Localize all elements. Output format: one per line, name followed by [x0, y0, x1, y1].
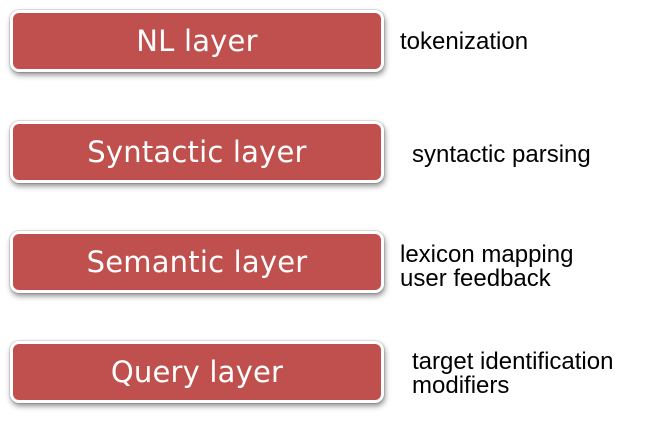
query-layer-description: target identification modifiers — [412, 350, 613, 398]
semantic-layer-label: Semantic layer — [86, 245, 308, 279]
query-layer-description-line-1: target identification — [412, 348, 614, 375]
nl-layer-description: tokenization — [400, 30, 528, 54]
nl-layer-box: NL layer — [10, 10, 384, 72]
nl-layer-label: NL layer — [136, 24, 258, 58]
nl-layer-description-line: tokenization — [400, 28, 529, 55]
syntactic-layer-description: syntactic parsing — [412, 143, 591, 167]
syntactic-layer-label: Syntactic layer — [87, 135, 307, 169]
query-layer-description-line-2: modifiers — [412, 372, 510, 399]
syntactic-layer-box: Syntactic layer — [10, 121, 384, 183]
syntactic-layer-description-line: syntactic parsing — [412, 141, 591, 168]
query-layer-label: Query layer — [110, 355, 284, 389]
semantic-layer-description: lexicon mapping user feedback — [400, 243, 573, 291]
semantic-layer-description-line-1: lexicon mapping — [400, 241, 574, 268]
query-layer-box: Query layer — [10, 341, 384, 403]
semantic-layer-box: Semantic layer — [10, 231, 384, 293]
semantic-layer-description-line-2: user feedback — [400, 265, 551, 292]
